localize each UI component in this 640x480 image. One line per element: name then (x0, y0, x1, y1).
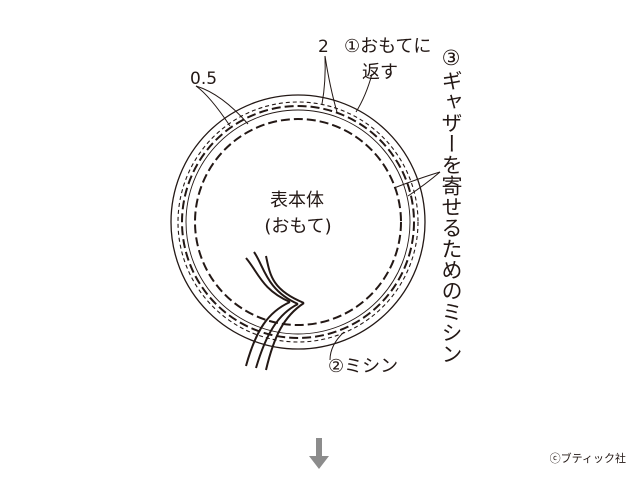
label-seam-2: 2 (318, 37, 329, 57)
leader-2 (321, 55, 338, 113)
label-body-title: 表本体 (270, 190, 324, 211)
label-step2: ②ミシン (328, 356, 398, 377)
label-step1-line1: ①おもてに (344, 36, 431, 57)
gather-stitch-inner (194, 118, 402, 326)
down-arrow-icon (309, 438, 329, 469)
label-seam-0-5: 0.5 (190, 69, 217, 89)
outer-edge-circle (170, 94, 426, 350)
inner-fold-circle (185, 109, 411, 335)
stitch-line-2 (177, 101, 419, 343)
leader-step3 (393, 171, 441, 197)
label-body-subtitle: (おもて) (264, 216, 331, 237)
gather-stitch-outer (181, 105, 415, 339)
label-step1-line2: 返す (362, 62, 398, 83)
leader-step2 (329, 331, 345, 361)
thread-ends (245, 251, 305, 371)
copyright-credit: ⓒブティック社 (549, 452, 626, 465)
leader-0-5 (195, 85, 249, 127)
leader-step1 (355, 73, 373, 113)
label-step3: ③ギャザーを寄せるためのミシン (439, 46, 463, 364)
